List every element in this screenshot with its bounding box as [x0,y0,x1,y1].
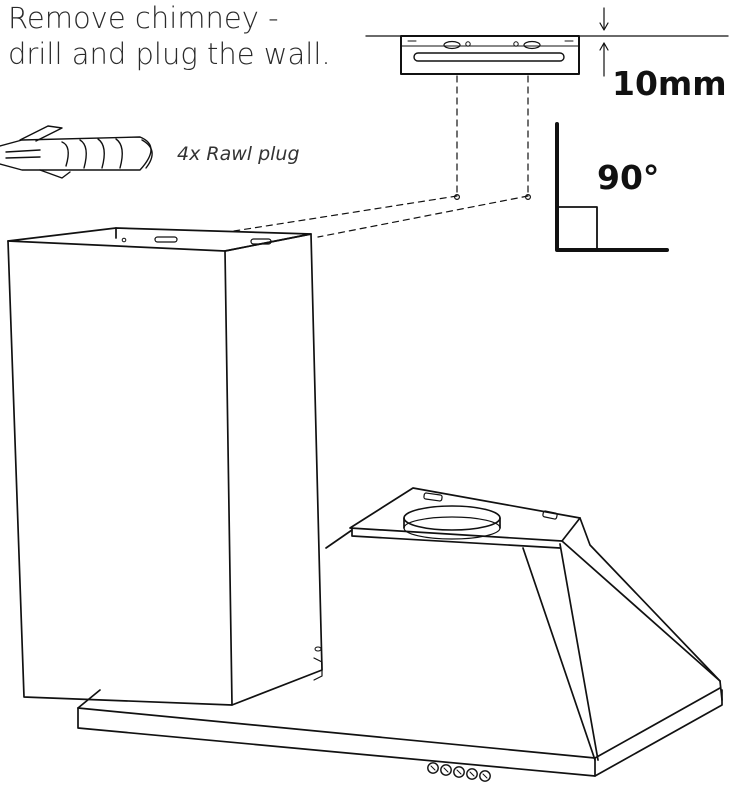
drill-hole-left [454,194,461,201]
control-knob-icon [427,762,439,774]
gap-measurement-label: 10mm [612,64,727,103]
drill-hole-right [524,194,531,201]
control-knob-icon [453,766,465,778]
ceiling-gap-indicator [365,7,729,77]
cooker-hood-icon [77,487,723,777]
wall-bracket-icon [400,35,580,75]
rawl-plug-icon [0,125,153,179]
control-knob-icon [479,770,491,782]
chimney-icon [7,227,323,706]
rawl-plug-label: 4x Rawl plug [177,143,300,165]
angle-label: 90° [597,158,660,197]
control-knob-icon [466,768,478,780]
control-knobs [427,762,491,782]
control-knob-icon [440,764,452,776]
drill-guide-lines [233,75,529,238]
instruction-text: Remove chimney - drill and plug the wall… [8,0,331,72]
instruction-line-1: Remove chimney - [8,1,279,35]
right-angle-icon [555,122,669,252]
instruction-line-2: drill and plug the wall. [8,37,331,71]
